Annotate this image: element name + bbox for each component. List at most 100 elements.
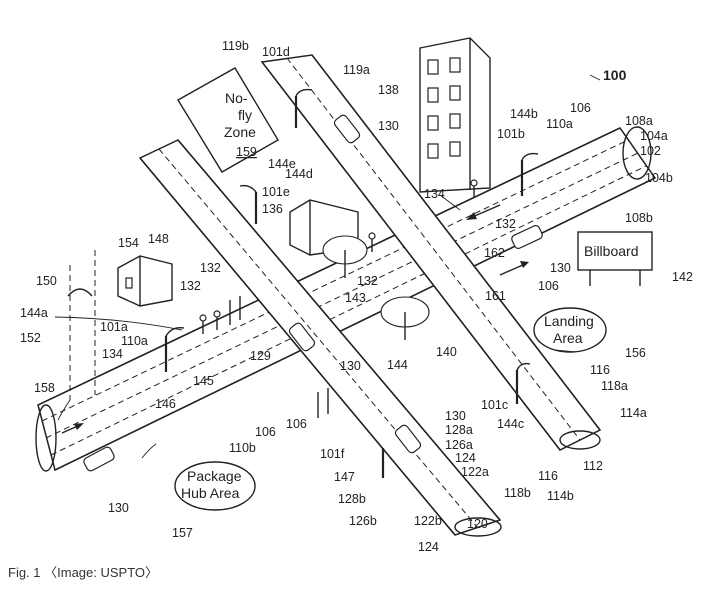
ref-112: 112 <box>583 459 603 473</box>
ref-110a-top: 110a <box>546 117 573 131</box>
ref-100: 100 <box>603 67 627 83</box>
ref-143: 143 <box>345 291 366 305</box>
drone-stations <box>164 88 539 478</box>
ref-119b: 119b <box>222 39 249 53</box>
package-hub-area-157: Package Hub Area <box>174 461 256 511</box>
ref-129: 129 <box>250 349 271 363</box>
no-fly-line-2: fly <box>238 107 252 123</box>
no-fly-ref: 159 <box>236 145 257 159</box>
ref-118b: 118b <box>504 486 531 500</box>
pillars <box>229 296 329 418</box>
landing-line-1: Landing <box>544 313 594 329</box>
ref-132-a: 132 <box>200 261 221 275</box>
ref-108b: 108b <box>625 211 653 225</box>
ref-101f: 101f <box>320 447 345 461</box>
ref-128a: 128a <box>445 423 473 437</box>
ref-104a: 104a <box>640 129 668 143</box>
ref-120: 120 <box>467 517 488 531</box>
ref-130-bottom: 130 <box>108 501 129 515</box>
ref-140: 140 <box>436 345 457 359</box>
ref-132-b: 132 <box>180 279 201 293</box>
direction-arrows <box>61 204 529 434</box>
ref-134-top: 134 <box>424 187 445 201</box>
ref-102: 102 <box>640 144 661 158</box>
ref-116-low: 116 <box>538 469 558 483</box>
ref-101e: 101e <box>262 185 290 199</box>
people <box>199 179 478 334</box>
no-fly-zone-sign: No- fly Zone 159 <box>177 67 279 173</box>
ref-130-top: 130 <box>378 119 399 133</box>
ref-106-left: 106 <box>255 425 276 439</box>
ref-147: 147 <box>334 470 355 484</box>
package-hub-building-148 <box>117 255 173 307</box>
ref-128b: 128b <box>338 492 366 506</box>
ref-116-right: 116 <box>590 363 610 377</box>
ref-156: 156 <box>625 346 646 360</box>
tree-144 <box>380 296 430 340</box>
ref-114b: 114b <box>547 489 574 503</box>
ref-101c: 101c <box>481 398 508 412</box>
ref-106-mid: 106 <box>538 279 559 293</box>
vehicles <box>83 114 543 472</box>
hub-line-2: Hub Area <box>181 485 240 501</box>
ref-106-lower: 106 <box>286 417 307 431</box>
ref-108a: 108a <box>625 114 653 128</box>
ref-132-c: 132 <box>357 274 378 288</box>
ref-101a: 101a <box>100 320 128 334</box>
ref-142: 142 <box>672 270 693 284</box>
ref-101b: 101b <box>497 127 525 141</box>
ref-126a: 126a <box>445 438 473 452</box>
ref-130-lower: 130 <box>445 409 466 423</box>
ref-132-right: 132 <box>495 217 516 231</box>
billboard-label: Billboard <box>584 243 638 259</box>
no-fly-line-1: No- <box>225 90 248 106</box>
ref-110a-left: 110a <box>121 334 148 348</box>
ref-124-mid: 124 <box>455 451 476 465</box>
ref-119a: 119a <box>343 63 370 77</box>
ref-158: 158 <box>34 381 55 395</box>
ref-104b: 104b <box>645 171 673 185</box>
landing-area-156: Landing Area <box>533 307 607 353</box>
ref-150: 150 <box>36 274 57 288</box>
ref-162: 162 <box>484 246 505 260</box>
ref-124-bottom: 124 <box>418 540 439 554</box>
ref-144e: 144e <box>268 157 296 171</box>
leader-lines <box>54 74 601 459</box>
tower-building-138 <box>419 37 491 193</box>
ref-122b: 122b <box>414 514 442 528</box>
ref-146: 146 <box>155 397 176 411</box>
tree-143 <box>322 235 368 278</box>
boundary-line-152 <box>67 250 96 400</box>
ref-122a: 122a <box>461 465 489 479</box>
ref-157: 157 <box>172 526 193 540</box>
ref-138: 138 <box>378 83 399 97</box>
ref-144a: 144a <box>20 306 48 320</box>
ref-145: 145 <box>193 374 214 388</box>
ref-130-mid: 130 <box>340 359 361 373</box>
ref-144: 144 <box>387 358 408 372</box>
ref-126b: 126b <box>349 514 377 528</box>
right-road <box>260 54 602 451</box>
reference-labels: 119b 101d 119a 138 130 144b 106 108a 110… <box>20 39 693 554</box>
ref-148: 148 <box>148 232 169 246</box>
ref-134-left: 134 <box>102 347 123 361</box>
ref-136: 136 <box>262 202 283 216</box>
building-windows <box>427 57 461 159</box>
ref-106-top: 106 <box>570 101 591 115</box>
ref-114a: 114a <box>620 406 647 420</box>
no-fly-line-3: Zone <box>224 124 256 140</box>
figure-caption: Fig. 1 〈Image: USPTO〉 <box>8 565 159 580</box>
ref-130-right: 130 <box>550 261 571 275</box>
hub-line-1: Package <box>187 468 242 484</box>
ref-118a: 118a <box>601 379 628 393</box>
billboard-142: Billboard <box>577 231 653 286</box>
ref-144c: 144c <box>497 417 524 431</box>
ref-144b: 144b <box>510 107 538 121</box>
ref-152: 152 <box>20 331 41 345</box>
ref-144d: 144d <box>285 167 313 181</box>
ref-110b: 110b <box>229 441 256 455</box>
ref-154: 154 <box>118 236 139 250</box>
landing-line-2: Area <box>553 330 583 346</box>
ref-161: 161 <box>485 289 506 303</box>
